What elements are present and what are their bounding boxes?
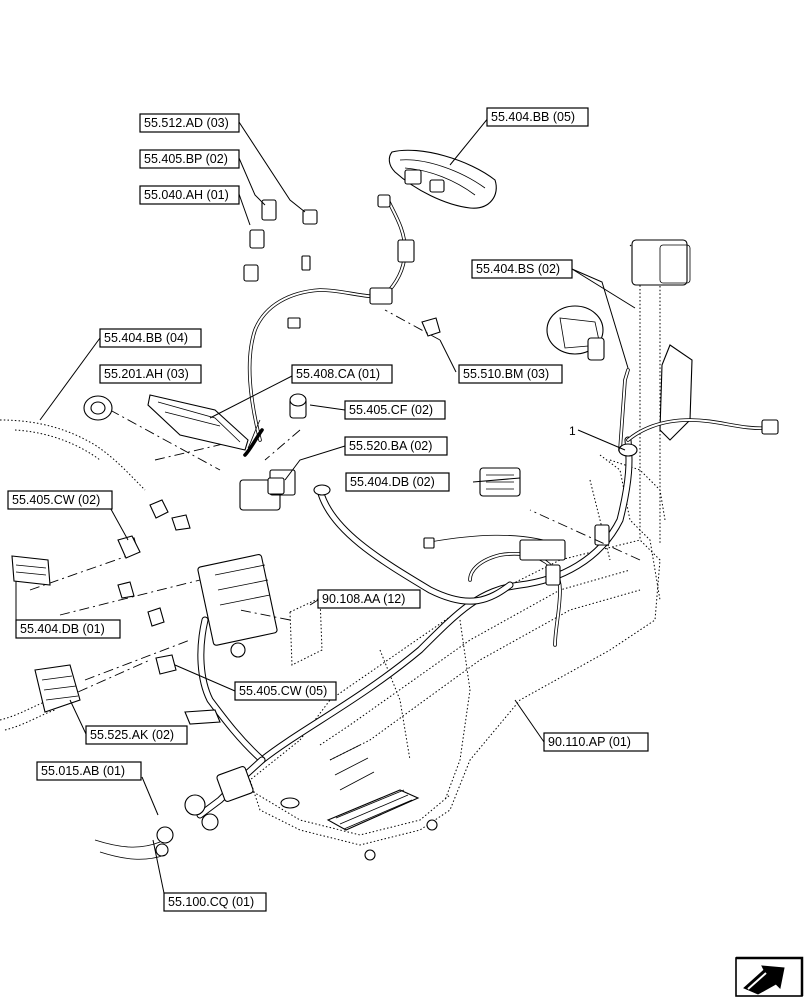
ref-label: 90.108.AA (12) (322, 592, 405, 606)
ref-55-404-bb-05[interactable]: 55.404.BB (05) (486, 107, 589, 127)
ref-55-015-ab-01[interactable]: 55.015.AB (01) (36, 761, 142, 781)
components (11, 149, 605, 713)
ref-label: 90.110.AP (01) (548, 735, 631, 749)
ref-55-512-ad-03[interactable]: 55.512.AD (03) (139, 113, 240, 133)
ref-label: 55.100.CQ (01) (168, 895, 254, 909)
ref-55-404-bs-02[interactable]: 55.404.BS (02) (471, 259, 573, 279)
ref-label: 55.525.AK (02) (90, 728, 174, 742)
ref-55-525-ak-02[interactable]: 55.525.AK (02) (85, 725, 188, 745)
ref-label: 55.405.CF (02) (349, 403, 433, 417)
reference-labels: 55.512.AD (03) 55.405.BP (02) 55.040.AH … (7, 107, 649, 912)
ref-label: 55.015.AB (01) (41, 764, 125, 778)
ref-55-201-ah-03[interactable]: 55.201.AH (03) (99, 364, 202, 384)
ref-label: 55.520.BA (02) (349, 439, 432, 453)
link-lines (0, 309, 641, 731)
callout-number: 1 (569, 424, 576, 438)
ref-90-108-aa-12[interactable]: 90.108.AA (12) (317, 589, 421, 609)
ref-label: 55.405.CW (02) (12, 493, 100, 507)
ref-label: 55.201.AH (03) (104, 367, 189, 381)
ref-55-405-cw-02[interactable]: 55.405.CW (02) (7, 490, 113, 510)
ref-55-040-ah-01[interactable]: 55.040.AH (01) (139, 185, 240, 205)
ref-55-404-bb-04[interactable]: 55.404.BB (04) (99, 328, 202, 348)
ref-55-405-bp-02[interactable]: 55.405.BP (02) (139, 149, 240, 169)
ref-55-520-ba-02[interactable]: 55.520.BA (02) (344, 436, 448, 456)
ref-55-100-cq-01[interactable]: 55.100.CQ (01) (163, 892, 267, 912)
ref-55-404-db-01[interactable]: 55.404.DB (01) (15, 619, 121, 639)
cab-frame (249, 239, 693, 861)
ref-55-405-cw-05[interactable]: 55.405.CW (05) (234, 681, 337, 701)
ref-label: 55.408.CA (01) (296, 367, 380, 381)
ref-label: 55.405.CW (05) (239, 684, 327, 698)
main-harness (94, 194, 779, 860)
ref-55-408-ca-01[interactable]: 55.408.CA (01) (291, 364, 393, 384)
ref-label: 55.404.DB (02) (350, 475, 435, 489)
arrow-next-icon[interactable] (735, 956, 804, 997)
ref-label: 55.510.BM (03) (463, 367, 549, 381)
ref-55-404-db-02[interactable]: 55.404.DB (02) (345, 472, 450, 492)
ref-label: 55.405.BP (02) (144, 152, 228, 166)
ref-55-510-bm-03[interactable]: 55.510.BM (03) (458, 364, 563, 384)
ref-label: 55.404.BB (04) (104, 331, 188, 345)
ref-55-405-cf-02[interactable]: 55.405.CF (02) (344, 400, 446, 420)
ref-label: 55.040.AH (01) (144, 188, 229, 202)
ref-label: 55.404.BS (02) (476, 262, 560, 276)
ref-label: 55.404.DB (01) (20, 622, 105, 636)
ref-label: 55.404.BB (05) (491, 110, 575, 124)
ref-label: 55.512.AD (03) (144, 116, 229, 130)
ref-90-110-ap-01[interactable]: 90.110.AP (01) (543, 732, 649, 752)
leader-lines (15, 116, 636, 899)
